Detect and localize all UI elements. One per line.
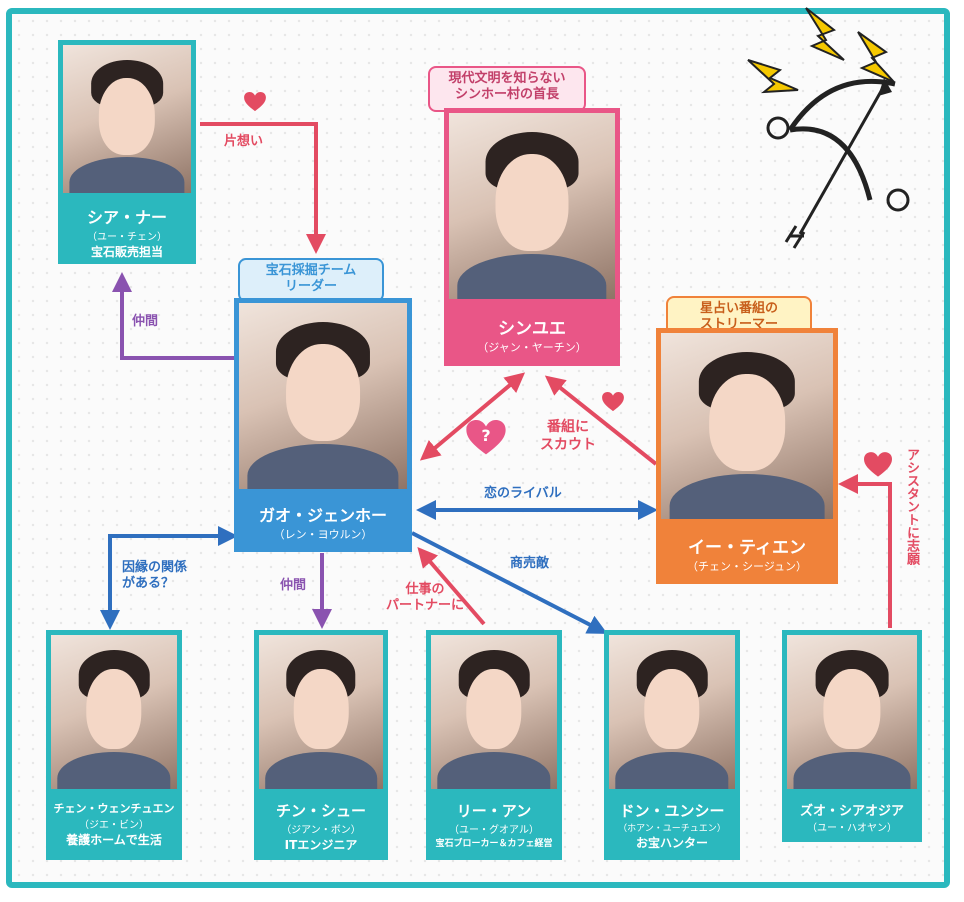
label-innen-line2: がある？ [122, 576, 175, 591]
chen-wenchuan-actor: （ジエ・ビン） [79, 820, 149, 831]
gao-tag-line2: リーダー [284, 279, 337, 294]
xinyue-tag-line2: シンホー村の首長 [454, 87, 559, 102]
zuo-xiaojia-name-box: ズオ・シアオジア （ユー・ハオヤン） [782, 794, 922, 842]
yi-photo [656, 328, 838, 524]
li-an-actor: （ユー・グオアル） [449, 825, 539, 836]
edge-kataomoi-arrow [200, 122, 326, 254]
yi-tag-line1: 星占い番組の [699, 301, 778, 316]
label-bangumi: 番組に スカウト [540, 418, 596, 454]
chin-xu-name: チン・シュー [275, 802, 366, 820]
li-an-name-box: リー・アン （ユー・グオアル） 宝石ブローカー＆カフェ経営 [426, 794, 562, 860]
chen-wenchuan-photo [46, 630, 182, 794]
heart-icon [602, 392, 624, 412]
question-mark: ? [481, 426, 491, 445]
gao-actor: （レン・ヨウルン） [273, 528, 373, 541]
edge-nakama-xia-arrow [112, 272, 234, 360]
li-an-role: 宝石ブローカー＆カフェ経営 [435, 839, 553, 849]
chin-xu-photo [254, 630, 388, 794]
label-innen: 因縁の関係 がある？ [122, 560, 187, 592]
dong-yunxi-name-box: ドン・ユンシー （ホアン・ユーチュエン） お宝ハンター [604, 794, 740, 860]
zuo-xiaojia-name: ズオ・シアオジア [799, 804, 904, 819]
gao-name-box: ガオ・ジェンホー （レン・ヨウルン） [234, 494, 412, 552]
chen-wenchuan-role: 養護ホームで生活 [66, 833, 162, 847]
question-heart-icon: ? [466, 420, 506, 456]
chin-xu-name-box: チン・シュー （ジアン・ボン） ITエンジニア [254, 794, 388, 860]
chin-xu-role: ITエンジニア [284, 838, 358, 852]
chen-wenchuan-name-box: チェン・ウェンチュエン （ジエ・ビン） 養護ホームで生活 [46, 794, 182, 860]
xinyue-tag: 現代文明を知らない シンホー村の首長 [428, 66, 586, 112]
label-nakama-chin: 仲間 [280, 578, 307, 593]
cupid-bow-icon [766, 78, 910, 249]
xinyue-actor: （ジャン・ヤーチン） [477, 341, 587, 354]
label-bangumi-line2: スカウト [540, 437, 596, 453]
gao-photo [234, 298, 412, 494]
label-shigoto-line1: 仕事の [405, 582, 445, 597]
dong-yunxi-photo [604, 630, 740, 794]
chen-wenchuan-name: チェン・ウェンチュエン [53, 802, 175, 815]
xinyue-name: シンユエ [498, 319, 566, 339]
label-shigoto: 仕事の パートナーに [386, 582, 464, 614]
label-innen-line1: 因縁の関係 [122, 560, 188, 575]
yi-name-box: イー・ティエン （チェン・シージュン） [656, 524, 838, 584]
zuo-xiaojia-actor: （ユー・ハオヤン） [807, 823, 897, 834]
gao-tag: 宝石採掘チーム リーダー [238, 258, 384, 302]
zuo-xiaojia-photo [782, 630, 922, 794]
dong-yunxi-role: お宝ハンター [635, 836, 708, 850]
edge-assistant-arrow [838, 474, 892, 628]
edge-shobaigataki-arrow [411, 531, 608, 634]
li-an-name: リー・アン [456, 802, 532, 820]
label-shigoto-line2: パートナーに [386, 598, 465, 613]
gao-tag-line1: 宝石採掘チーム [265, 263, 357, 278]
label-bangumi-line1: 番組に [547, 419, 589, 435]
li-an-photo [426, 630, 562, 794]
label-kataomoi: 片想い [224, 134, 264, 149]
gao-name: ガオ・ジェンホー [258, 506, 387, 525]
edge-shigoto-arrow [417, 546, 486, 626]
dong-yunxi-name: ドン・ユンシー [619, 802, 725, 820]
heart-icon [864, 452, 892, 477]
xia-na-name-box: シア・ナー （ユー・チェン） 宝石販売担当 [58, 198, 196, 264]
xia-na-name: シア・ナー [86, 208, 167, 227]
xinyue-tag-line1: 現代文明を知らない [448, 71, 566, 86]
xia-na-role: 宝石販売担当 [90, 245, 163, 259]
lightning-icon [747, 7, 895, 94]
label-assistant: アシスタントに志願 [904, 448, 919, 565]
xia-na-actor: （ユー・チェン） [87, 232, 167, 243]
label-nakama-xia: 仲間 [132, 314, 159, 329]
xinyue-photo [444, 108, 620, 304]
edge-bangumi-arrow [544, 375, 658, 466]
xia-na-photo [58, 40, 196, 198]
edge-innen-arrow [100, 526, 238, 630]
edge-love-question-arrow [419, 372, 526, 461]
yi-actor: （チェン・シージュン） [686, 560, 807, 573]
yi-name: イー・ティエン [688, 538, 806, 558]
dong-yunxi-actor: （ホアン・ユーチュエン） [618, 824, 726, 834]
label-shobaigataki: 商売敵 [510, 556, 550, 571]
heart-icon [244, 92, 266, 112]
label-koi-rival: 恋のライバル [484, 486, 562, 501]
chin-xu-actor: （ジアン・ボン） [281, 825, 361, 836]
xinyue-name-box: シンユエ （ジャン・ヤーチン） [444, 304, 620, 366]
